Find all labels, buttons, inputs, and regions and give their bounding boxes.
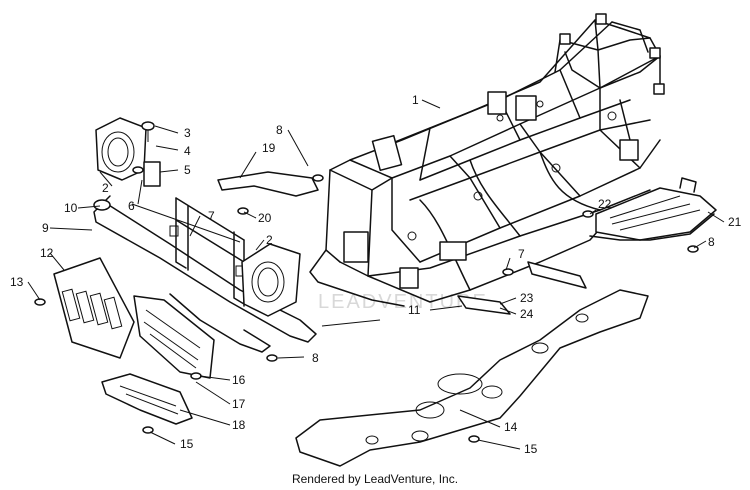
callout-3: 3: [184, 126, 191, 140]
callout-17: 17: [232, 397, 246, 411]
callout-20: 20: [258, 211, 272, 225]
callout-2b: 2: [266, 233, 273, 247]
callout-5: 5: [184, 163, 191, 177]
callout-10: 10: [64, 201, 78, 215]
callout-8a: 8: [276, 123, 283, 137]
headlight-right: [241, 243, 301, 317]
callout-7a: 7: [208, 209, 215, 223]
callout-14: 14: [504, 420, 518, 434]
callout-6: 6: [128, 199, 135, 213]
bumper-cap: [93, 199, 111, 211]
frame-bar-long: [527, 261, 587, 289]
callout-16: 16: [232, 373, 246, 387]
bolt: [34, 166, 699, 443]
callout-23: 23: [520, 291, 534, 305]
callout-7b: 7: [518, 247, 525, 261]
callout-18: 18: [232, 418, 246, 432]
foot-bar: [217, 171, 319, 197]
callout-13: 13: [10, 275, 24, 289]
callout-1: 1: [412, 93, 419, 107]
skid-plate-cutouts: [365, 313, 589, 445]
callout-15a: 15: [180, 437, 194, 451]
callout-labels: 1 2 2 3 4 5 6 7 7 8 8 8 9 10 11 12 13 14…: [10, 93, 742, 456]
skid-plate: [295, 289, 649, 467]
callout-15b: 15: [524, 442, 538, 456]
footrest: [589, 177, 717, 241]
callout-21: 21: [728, 215, 742, 229]
lower-plate: [101, 373, 193, 425]
frame-bar: [457, 295, 511, 315]
callout-8c: 8: [708, 235, 715, 249]
callout-2a: 2: [102, 181, 109, 195]
callout-8b: 8: [312, 351, 319, 365]
callout-9: 9: [42, 221, 49, 235]
headlight-bracket: [143, 161, 161, 187]
footer-credit: Rendered by LeadVenture, Inc.: [291, 472, 459, 486]
front-grille: [53, 257, 135, 359]
leader-lines: [27, 99, 725, 450]
screw: [141, 121, 155, 142]
callout-22: 22: [598, 197, 612, 211]
callout-19: 19: [262, 141, 276, 155]
callout-11: 11: [408, 303, 421, 317]
main-frame: [309, 13, 665, 307]
callout-4: 4: [184, 144, 191, 158]
callout-24: 24: [520, 307, 534, 321]
callout-12: 12: [40, 246, 54, 260]
brush-guard: [133, 295, 215, 379]
